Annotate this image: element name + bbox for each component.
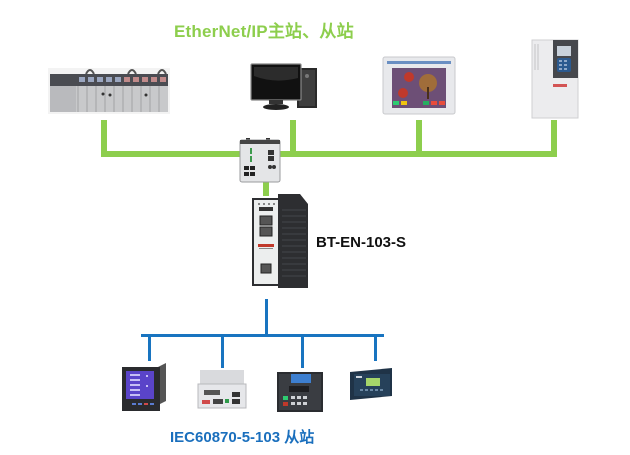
ethernet-ip-title: EtherNet/IP主站、从站 <box>174 22 354 41</box>
iec-drop-relay <box>301 334 304 368</box>
ethernet-switch-icon[interactable] <box>238 136 282 183</box>
comm-module-icon[interactable] <box>196 370 248 409</box>
vfd-drive-icon[interactable] <box>531 39 579 119</box>
iec-bus-horizontal <box>141 334 384 337</box>
iec-drop-controller <box>374 334 377 361</box>
converter-label: BT-EN-103-S <box>316 234 407 251</box>
ethernet-drop-drive <box>551 120 557 157</box>
iec-drop-meter <box>148 334 151 361</box>
ethernet-drop-pc <box>290 120 296 157</box>
controller-unit-icon[interactable] <box>346 368 394 400</box>
gateway-icon[interactable] <box>252 194 308 288</box>
plc-rack-icon[interactable] <box>48 64 170 114</box>
ethernet-switch-to-gateway <box>263 180 269 196</box>
hmi-panel-icon[interactable] <box>382 56 456 115</box>
iec-bus-trunk <box>265 299 268 336</box>
iec-slave-title: IEC60870-5-103 从站 <box>170 429 315 446</box>
ethernet-drop-hmi <box>416 120 422 157</box>
ethernet-bus-horizontal <box>101 151 557 157</box>
desktop-computer-icon[interactable] <box>249 63 321 112</box>
iec-drop-module <box>221 334 224 368</box>
power-meter-icon[interactable] <box>120 361 170 411</box>
ethernet-drop-plc <box>101 120 107 157</box>
protection-relay-icon[interactable] <box>275 368 325 412</box>
